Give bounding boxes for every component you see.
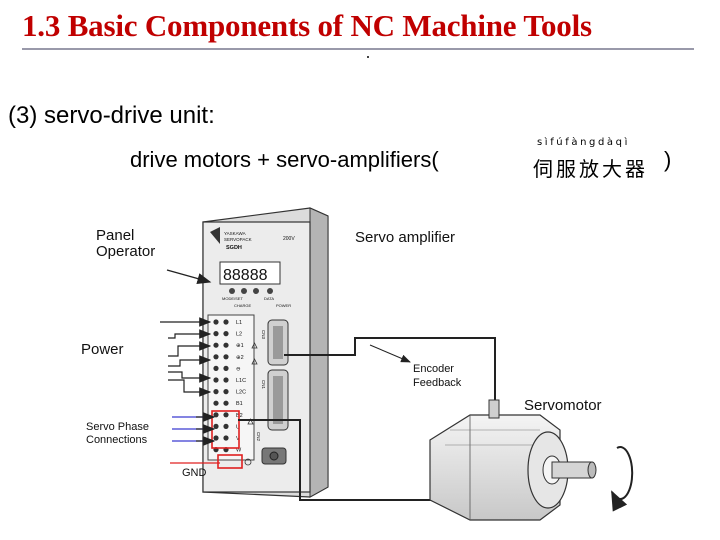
power-wires bbox=[160, 317, 212, 397]
mode-set-label: MODE/SET bbox=[222, 296, 243, 301]
terminal-hole bbox=[223, 423, 229, 429]
closing-paren: ) bbox=[664, 147, 672, 172]
panel-label: Panel bbox=[96, 227, 134, 244]
operator-label: Operator bbox=[96, 243, 155, 260]
servo-phase-arrows bbox=[196, 412, 216, 446]
terminal-hole bbox=[213, 400, 219, 406]
terminal-hole bbox=[213, 331, 219, 337]
warning-icon bbox=[251, 342, 258, 349]
terminal-label: ⊖ bbox=[236, 366, 241, 372]
terminal-hole bbox=[223, 377, 229, 383]
data-button bbox=[267, 288, 273, 294]
port-cn3-label: CN3 bbox=[261, 330, 266, 339]
section-heading: (3) servo-drive unit: bbox=[8, 102, 215, 129]
components-text: drive motors + servo-amplifiers( bbox=[130, 147, 439, 172]
terminal-hole bbox=[213, 435, 219, 441]
servo-amplifier-unit: YASKAWA SERVOPACK SGDH 200V 88888 MODE/S… bbox=[202, 207, 329, 498]
gnd-label: GND bbox=[182, 467, 207, 479]
power-label: POWER bbox=[276, 303, 291, 308]
mode-button bbox=[229, 288, 235, 294]
chinese-term: 伺服放大器 bbox=[533, 157, 648, 181]
servomotor-label: Servomotor bbox=[524, 397, 602, 414]
terminal-hole bbox=[213, 389, 219, 395]
brand-logo-icon bbox=[210, 227, 220, 244]
terminal-label: ⊕1 bbox=[236, 343, 244, 349]
brand-product: SERVOPACK bbox=[224, 237, 252, 242]
terminal-hole bbox=[223, 389, 229, 395]
terminal-label: L2 bbox=[236, 332, 242, 338]
terminal-hole bbox=[213, 319, 219, 325]
terminal-label: U bbox=[236, 424, 240, 430]
terminal-hole bbox=[213, 354, 219, 360]
power-label-main: Power bbox=[81, 341, 124, 358]
feedback-label: Feedback bbox=[413, 377, 462, 389]
title-underline bbox=[22, 48, 694, 50]
encoder-label: Encoder bbox=[413, 363, 454, 375]
terminal-label: W bbox=[236, 448, 242, 454]
warning-icon bbox=[247, 418, 254, 425]
connections-label: Connections bbox=[86, 434, 148, 446]
servo-phase-label: Servo Phase bbox=[86, 421, 149, 433]
encoder-cable bbox=[284, 337, 496, 405]
rotation-arrow-icon bbox=[611, 446, 634, 512]
pinyin-annotation: sìfúfàngdàqì bbox=[537, 137, 630, 148]
terminal-label: L2C bbox=[236, 390, 246, 396]
title-dot bbox=[367, 56, 369, 58]
terminal-hole bbox=[223, 435, 229, 441]
up-button bbox=[241, 288, 247, 294]
terminal-hole bbox=[213, 412, 219, 418]
terminal-hole bbox=[223, 412, 229, 418]
terminal-label: L1C bbox=[236, 378, 246, 384]
down-button bbox=[253, 288, 259, 294]
terminal-hole bbox=[223, 365, 229, 371]
terminal-hole bbox=[223, 354, 229, 360]
terminal-hole bbox=[213, 377, 219, 383]
data-label: DATA bbox=[264, 296, 274, 301]
device-voltage: 200V bbox=[283, 236, 295, 242]
gnd-highlight bbox=[217, 454, 243, 469]
brand-name: YASKAWA bbox=[224, 231, 246, 236]
servo-amplifier-label: Servo amplifier bbox=[355, 229, 455, 246]
terminal-hole bbox=[223, 331, 229, 337]
terminal-label: B1 bbox=[236, 401, 243, 407]
terminal-label: V bbox=[236, 436, 240, 442]
charge-label: CHARGE bbox=[234, 303, 251, 308]
slide-title: 1.3 Basic Components of NC Machine Tools bbox=[22, 8, 592, 43]
seven-seg-display: 88888 bbox=[223, 267, 268, 284]
ground-icon bbox=[244, 458, 252, 466]
port-cn1-label: CN1 bbox=[261, 380, 266, 389]
terminal-hole bbox=[213, 365, 219, 371]
port-cn2-label: CN2 bbox=[256, 432, 261, 441]
terminal-hole bbox=[223, 342, 229, 348]
terminal-hole bbox=[223, 319, 229, 325]
terminal-label: L1 bbox=[236, 320, 242, 326]
terminal-label: ⊕2 bbox=[236, 355, 244, 361]
terminal-hole bbox=[213, 342, 219, 348]
servomotor bbox=[429, 399, 634, 521]
warning-icon bbox=[251, 358, 258, 365]
terminal-hole bbox=[223, 400, 229, 406]
device-model: SGDH bbox=[226, 245, 242, 251]
terminal-hole bbox=[213, 423, 219, 429]
